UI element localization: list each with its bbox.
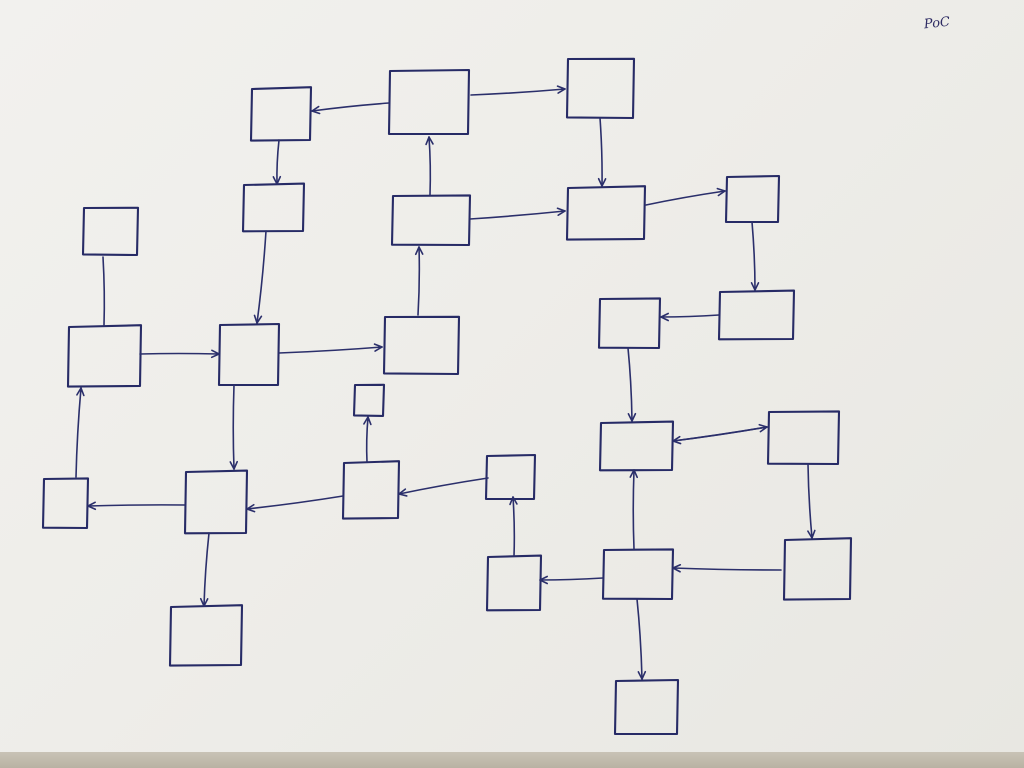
edge-n6-to-n7 xyxy=(645,190,726,206)
edge-n5-to-n2 xyxy=(428,136,432,196)
diagram-box-n18 xyxy=(352,383,386,418)
diagram-box-n7 xyxy=(724,174,781,224)
diagram-box-n14 xyxy=(183,469,249,535)
arrowhead-n18-to-n11 xyxy=(76,387,85,397)
arrowhead-n25-to-n19 xyxy=(629,469,639,479)
diagram-box-n12 xyxy=(217,322,281,387)
edge-n20-to-n26 xyxy=(807,463,813,539)
arrowhead-n12-to-n14 xyxy=(229,460,239,470)
arrowhead-n16-to-n15 xyxy=(246,503,256,513)
edge-n12-to-n13 xyxy=(278,346,383,354)
edge-n13-to-n5 xyxy=(417,246,421,316)
edge-n24-to-n17 xyxy=(512,496,516,557)
arrowhead-n7-to-n9 xyxy=(750,281,760,291)
edge-n17-to-n16 xyxy=(398,477,489,495)
edge-n16-to-n14 xyxy=(365,416,369,463)
arrowhead-n25-to-n24 xyxy=(539,575,549,585)
arrowhead-n20-to-n19 xyxy=(672,435,682,445)
diagram-box-n11 xyxy=(66,324,143,388)
edge-n14-to-n22 xyxy=(203,532,210,607)
arrowhead-n12-to-n13 xyxy=(373,343,383,352)
edge-n20-to-n19 xyxy=(672,426,768,442)
diagram-box-n27 xyxy=(613,678,680,736)
edge-n16-to-n15 xyxy=(246,495,344,510)
arrowhead-n9-to-n10 xyxy=(660,312,670,322)
edge-n7-to-n9 xyxy=(751,221,756,291)
edge-n10-to-n19 xyxy=(627,347,633,422)
edge-n2-to-n3 xyxy=(470,88,566,96)
diagram-box-n17 xyxy=(484,453,537,501)
arrowhead-n5-to-n6 xyxy=(556,207,566,216)
diagram-box-n13 xyxy=(382,315,461,376)
edge-n3-to-n6 xyxy=(599,117,603,187)
edge-n5-to-n6 xyxy=(469,210,566,220)
diagram-box-n26 xyxy=(782,537,853,601)
diagram-box-n19 xyxy=(598,420,675,472)
arrowhead-n2-to-n3 xyxy=(556,85,566,94)
edge-n26-to-n25 xyxy=(672,567,782,571)
arrowhead-n3-to-n6 xyxy=(597,177,607,187)
arrowhead-n2-to-n1 xyxy=(311,105,321,115)
diagram-box-n3 xyxy=(565,57,636,120)
edge-n25-to-n27 xyxy=(636,598,643,680)
arrowhead-n16-to-n14 xyxy=(363,416,372,426)
arrowhead-n17-to-n16 xyxy=(398,488,408,497)
edge-n12-to-n14 xyxy=(232,384,235,470)
arrowhead-n20-to-n26 xyxy=(807,529,816,539)
edge-n2-to-n1 xyxy=(311,102,390,112)
edge-n25-to-n19 xyxy=(632,469,635,550)
diagram-box-n10 xyxy=(597,297,662,350)
diagram-box-n9 xyxy=(717,289,796,341)
diagram-box-n15 xyxy=(41,477,90,530)
diagram-box-n20 xyxy=(766,410,841,466)
arrowhead-n14-to-n22 xyxy=(199,597,209,607)
arrowhead-n24-to-n17 xyxy=(509,496,518,506)
arrowhead-n4-to-n12 xyxy=(253,314,263,324)
diagram-box-n6 xyxy=(565,185,647,241)
arrowhead-n10-to-n19 xyxy=(627,412,637,422)
diagram-box-n4 xyxy=(241,182,306,233)
diagram-box-n8 xyxy=(81,206,140,257)
diagram-box-n2 xyxy=(387,68,471,136)
arrowhead-n25-to-n27 xyxy=(637,670,647,680)
arrowhead-n6-to-n7 xyxy=(716,187,726,197)
edge-n14-to-n18 xyxy=(87,504,186,507)
edge-n8-to-n11 xyxy=(102,256,106,326)
arrowhead-n14-to-n18 xyxy=(87,501,97,511)
diagram-box-n1 xyxy=(249,86,313,142)
table-surface xyxy=(0,752,1024,768)
arrowhead-n1-to-n4 xyxy=(272,175,282,185)
arrowhead-n5-to-n2 xyxy=(425,136,434,146)
arrowhead-n13-to-n5 xyxy=(414,246,424,256)
edge-n18-to-n11 xyxy=(75,387,82,478)
edge-n4-to-n12 xyxy=(256,230,267,324)
diagram-box-n16 xyxy=(341,460,401,520)
edge-n9-to-n10 xyxy=(660,314,720,318)
diagram-box-n25 xyxy=(601,548,675,601)
edge-n1-to-n4 xyxy=(276,139,280,185)
arrowhead-n26-to-n25 xyxy=(672,563,682,573)
diagram-box-n21 xyxy=(168,604,244,667)
edge-n11-to-n12 xyxy=(139,352,220,355)
arrowhead-n11-to-n12 xyxy=(210,349,220,359)
diagram-box-n5 xyxy=(390,194,472,247)
diagram-box-n24 xyxy=(485,554,543,612)
edge-n25-to-n24 xyxy=(539,577,604,581)
